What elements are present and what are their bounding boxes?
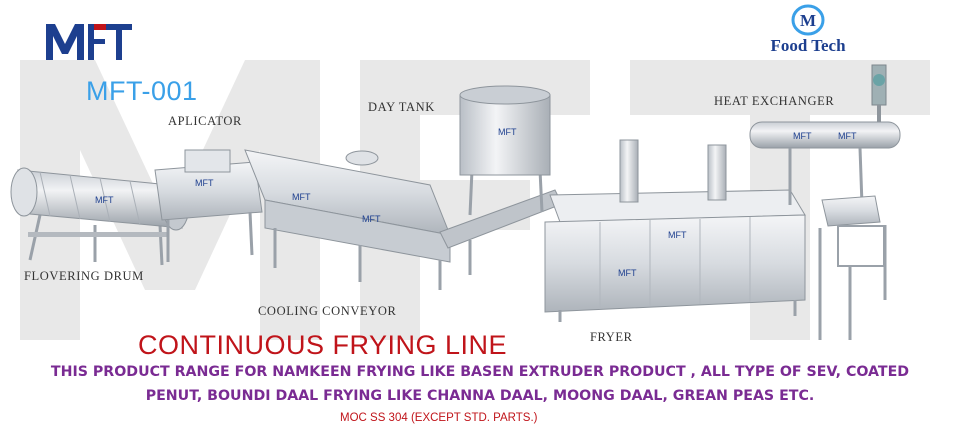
mft-logo-mark (46, 24, 132, 60)
machine-badge: MFT (292, 192, 311, 202)
label-heat-exchanger: HEAT EXCHANGER (714, 94, 835, 108)
machine-badge: MFT (362, 214, 381, 224)
machine-badge: MFT (618, 268, 637, 278)
page-title: CONTINUOUS FRYING LINE (138, 330, 508, 360)
mft-logo (46, 24, 132, 60)
food-tech-emblem-icon: M (791, 4, 825, 36)
discharge-hopper (818, 195, 887, 340)
label-fryer: FRYER (590, 330, 633, 344)
label-aplicator: APLICATOR (168, 114, 242, 128)
machine-badge: MFT (838, 131, 857, 141)
day-tank: MFT (459, 85, 551, 216)
heat-exchanger: MFT MFT (749, 64, 901, 206)
moc-note: MOC SS 304 (EXCEPT STD. PARTS.) (340, 412, 538, 424)
machine-badge: MFT (195, 178, 214, 188)
machine-badge: MFT (793, 131, 812, 141)
label-flovering-drum: FLOVERING DRUM (24, 269, 144, 283)
applicator: MFT (154, 149, 263, 262)
food-tech-text: Food Tech (770, 36, 846, 55)
label-day-tank: DAY TANK (368, 100, 435, 114)
fryer: MFT MFT (544, 139, 806, 322)
model-code: MFT-001 (86, 76, 198, 106)
machine-badge: MFT (668, 230, 687, 240)
description-line-1: THIS PRODUCT RANGE FOR NAMKEEN FRYING LI… (50, 364, 910, 380)
description-line-2: PENUT, BOUNDI DAAL FRYING LIKE CHANNA DA… (145, 388, 815, 404)
inclined-conveyor (439, 189, 563, 275)
label-cooling-conveyor: COOLING CONVEYOR (258, 304, 397, 318)
machine-badge: MFT (95, 195, 114, 205)
machine-badge: MFT (498, 127, 517, 137)
food-tech-logo: M Food Tech (748, 4, 868, 60)
cooling-conveyor: MFT MFT (244, 149, 451, 290)
food-tech-emblem-letter: M (800, 11, 816, 30)
